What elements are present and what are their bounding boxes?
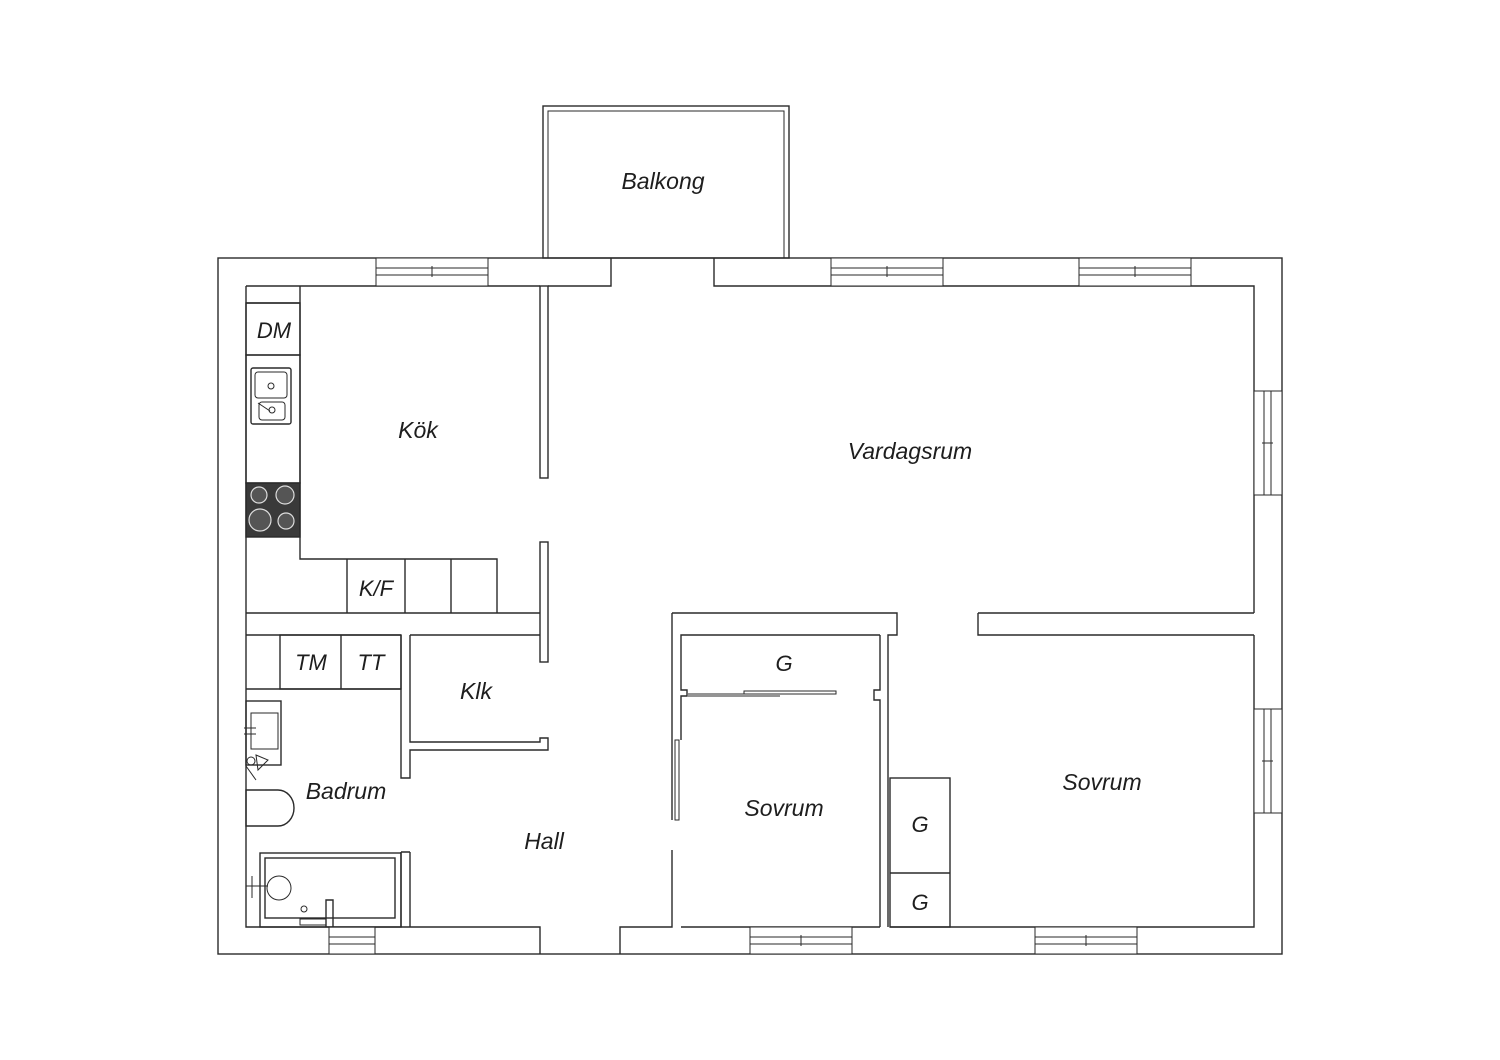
window-living-1 [830, 257, 944, 287]
window-bedroom-1 [749, 926, 853, 955]
room-label-kitchen: Kök [398, 417, 439, 443]
fixture-label-tumble-dryer: TT [358, 650, 386, 675]
fixture-label-wardrobe-bedroom-2-upper: G [911, 812, 928, 837]
window-living-east [1253, 390, 1283, 496]
sink-icon [250, 367, 292, 425]
room-label-bedroom-1: Sovrum [744, 795, 823, 821]
window-bedroom-2 [1034, 926, 1138, 955]
room-label-hall: Hall [524, 828, 565, 854]
fixture-label-washing-machine: TM [295, 650, 327, 675]
window-bathroom [328, 926, 376, 955]
windows [328, 257, 1283, 955]
fixture-labels: DM K/F TM TT G G G [257, 318, 929, 915]
fixture-label-wardrobe-bedroom-2-lower: G [911, 890, 928, 915]
window-living-2 [1078, 257, 1192, 287]
window-bedroom-2-east [1253, 708, 1283, 814]
stove-icon [245, 482, 301, 538]
room-labels: Balkong Kök Vardagsrum Klk Badrum Hall S… [306, 168, 1142, 854]
fixture-label-wardrobe-bedroom-1: G [775, 651, 792, 676]
toilet-icon [245, 789, 295, 827]
bathroom-fixtures [244, 634, 402, 928]
outer-walls [217, 257, 1283, 955]
interior-walls [246, 285, 1254, 928]
room-label-closet: Klk [460, 678, 493, 704]
fixture-label-dishwasher: DM [257, 318, 292, 343]
fixture-label-fridge-freezer: K/F [359, 576, 395, 601]
bathtub-icon [246, 852, 402, 928]
room-label-bedroom-2: Sovrum [1062, 769, 1141, 795]
window-kitchen [375, 257, 489, 287]
washbasin-icon [244, 700, 282, 781]
room-label-living-room: Vardagsrum [848, 438, 972, 464]
room-label-balcony: Balkong [621, 168, 704, 194]
wardrobe-doors [674, 690, 837, 821]
kitchen-fixtures [245, 286, 498, 613]
room-label-bathroom: Badrum [306, 778, 387, 804]
